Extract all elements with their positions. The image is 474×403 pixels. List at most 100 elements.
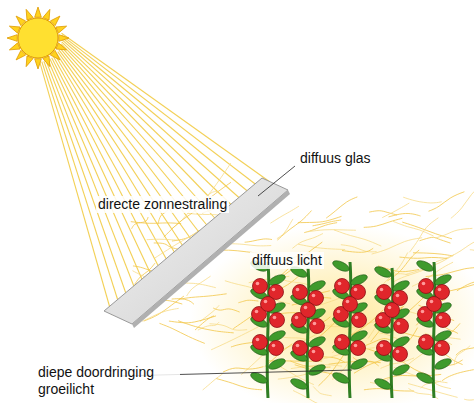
sun-ray (58, 52, 195, 245)
tomato-shine (304, 306, 308, 310)
light-stroke (227, 244, 271, 246)
tomato-shine (422, 282, 426, 286)
tomato (293, 341, 308, 356)
light-stroke (298, 244, 345, 249)
light-stroke (326, 197, 357, 218)
light-stroke (298, 216, 342, 222)
tomato (309, 347, 324, 362)
tomato-shine (312, 294, 316, 298)
plant-leaf (415, 371, 435, 386)
sun-ray (44, 61, 129, 301)
tomato (335, 279, 350, 294)
sun-ray (53, 56, 170, 266)
light-stroke (198, 322, 219, 330)
light-stroke (436, 228, 473, 238)
tomato-shine (295, 316, 299, 320)
tomato-shine (422, 338, 426, 342)
tomato-shine (354, 344, 358, 348)
sun-ray (62, 35, 262, 189)
light-stroke (277, 211, 311, 241)
plant-leaf (373, 377, 393, 392)
tomato-shine (338, 282, 342, 286)
sun-spike (35, 59, 42, 69)
tomato-shine (346, 300, 350, 304)
light-stroke (159, 323, 204, 343)
light-stroke (270, 206, 299, 223)
light-stroke (213, 308, 239, 312)
tomato-plant (331, 259, 369, 398)
light-stroke (389, 213, 421, 216)
tomato-plant (415, 259, 453, 398)
light-stroke (399, 257, 447, 258)
tomato (393, 347, 408, 362)
tomato (261, 297, 276, 312)
light-stroke (393, 221, 434, 236)
tomato-shine (255, 310, 259, 314)
light-stroke (209, 324, 247, 330)
tomato-shine (296, 288, 300, 292)
plant-leaf (289, 377, 309, 392)
sun-ray (40, 62, 112, 315)
plant-leaf (433, 357, 453, 372)
light-stroke (402, 222, 452, 239)
tomato (377, 285, 392, 300)
light-stroke (442, 370, 474, 381)
sun-ray (62, 33, 270, 182)
tomato-shine (273, 316, 277, 320)
light-stroke (456, 343, 474, 355)
light-stroke (457, 277, 474, 291)
light-stroke (131, 222, 181, 224)
tomato (253, 279, 268, 294)
penetration-label: diepe doordringing groeilicht (36, 364, 180, 398)
light-stroke (292, 234, 322, 249)
light-stroke (413, 253, 453, 256)
tomato (351, 341, 366, 356)
light-stroke (341, 245, 377, 252)
tomato-shine (256, 338, 260, 342)
tomato-shine (256, 282, 260, 286)
tomato (394, 319, 409, 334)
light-stroke (293, 391, 328, 403)
tomato-shine (313, 322, 317, 326)
sun-ray (42, 62, 120, 308)
light-stroke (178, 321, 234, 333)
light-stroke (203, 374, 223, 390)
light-stroke (238, 300, 258, 303)
light-stroke (277, 219, 293, 239)
tomato-shine (337, 310, 341, 314)
sun-disc (18, 18, 58, 58)
light-stroke (200, 305, 219, 321)
light-stroke (342, 248, 373, 252)
sun-spike (7, 35, 17, 42)
tomato (335, 335, 350, 350)
tomato-shine (379, 316, 383, 320)
tomato (310, 319, 325, 334)
light-stroke (169, 316, 216, 323)
tomato-shine (272, 344, 276, 348)
plant-leaf (349, 357, 369, 372)
sun-ray (50, 59, 154, 280)
tomato (352, 313, 367, 328)
light-stroke (334, 230, 381, 246)
tomato (436, 313, 451, 328)
tomato-shine (388, 306, 392, 310)
tomato (269, 341, 284, 356)
tomato (435, 341, 450, 356)
light-glow (190, 225, 474, 403)
light-stroke (470, 250, 474, 260)
tomato (377, 341, 392, 356)
light-stroke (369, 211, 397, 215)
light-stroke (429, 192, 465, 212)
light-stroke (179, 294, 227, 300)
tomato-shine (396, 350, 400, 354)
plant-leaf (391, 363, 411, 378)
tomato (343, 297, 358, 312)
plant-leaf (373, 265, 393, 280)
light-stroke (245, 239, 272, 242)
tomato (427, 297, 442, 312)
sun-ray (48, 60, 145, 287)
tomato-shine (397, 322, 401, 326)
plant-leaf (307, 363, 327, 378)
